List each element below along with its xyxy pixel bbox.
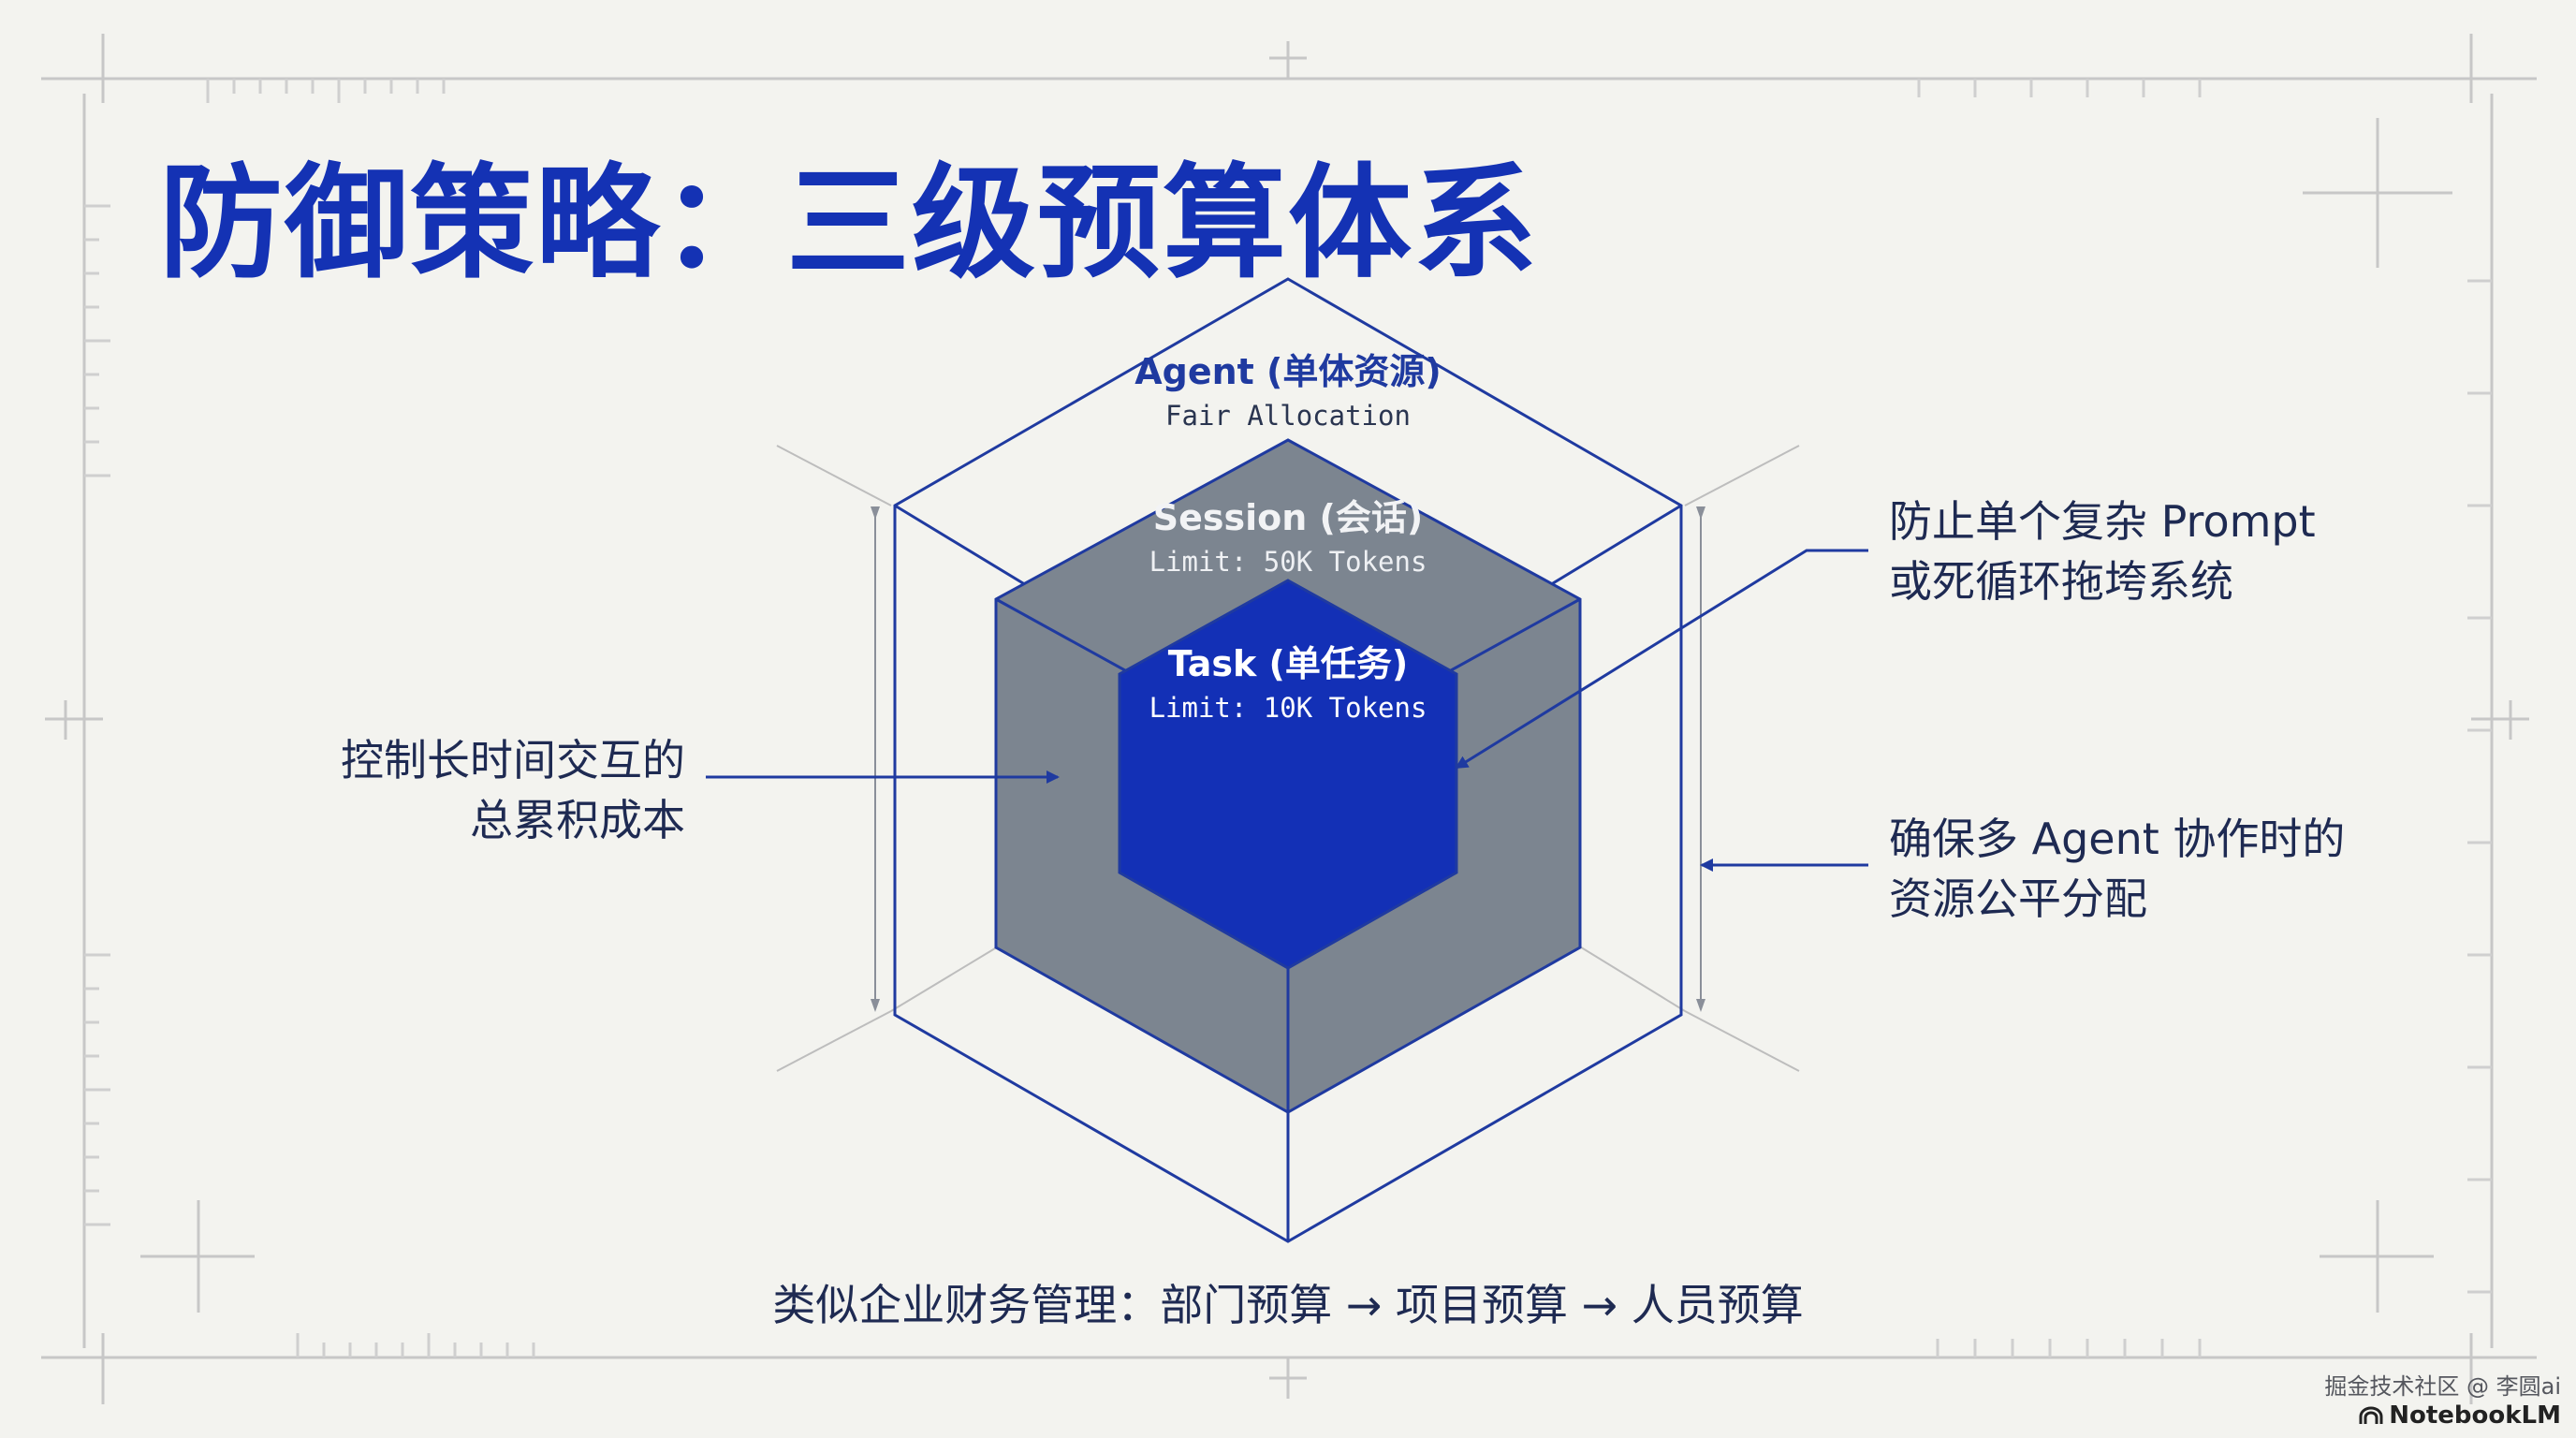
dimension-arrows — [871, 506, 1705, 1012]
task-layer-detail: Limit: 10K Tokens — [1149, 692, 1427, 724]
notebooklm-logo-text: NotebookLM — [2389, 1401, 2561, 1430]
annotation-left: 控制长时间交互的 总累积成本 — [341, 730, 685, 850]
crosshair-bottom-left — [140, 1200, 255, 1313]
annotation-right-bottom-line-2: 资源公平分配 — [1889, 873, 2147, 924]
agent-layer-detail: Fair Allocation — [1165, 400, 1411, 432]
corner-bottom-left — [41, 1333, 105, 1404]
annotation-right-top-line-1: 防止单个复杂 Prompt — [1889, 496, 2316, 547]
crosshair-bottom-right — [2320, 1200, 2434, 1313]
corner-top-left — [41, 34, 105, 103]
session-layer-name: Session (会话) — [1153, 497, 1424, 538]
crosshair-top-right — [2303, 118, 2452, 268]
construction-lines — [776, 445, 1800, 1072]
community-watermark: 掘金技术社区 @ 李圆ai — [2324, 1373, 2561, 1400]
annotation-right-top: 防止单个复杂 Prompt 或死循环拖垮系统 — [1889, 492, 2316, 611]
crosshair-bottom — [1269, 1357, 1307, 1399]
footer-analogy: 类似企业财务管理：部门预算 → 项目预算 → 人员预算 — [772, 1280, 1804, 1330]
notebooklm-logo: NotebookLM — [2324, 1401, 2561, 1431]
corner-top-right — [2469, 34, 2537, 103]
task-layer-name: Task (单任务) — [1168, 643, 1409, 684]
task-hexagon — [1118, 579, 1458, 970]
session-cube-edges — [995, 597, 1581, 1112]
crosshair-top — [1269, 41, 1307, 79]
annotation-right-bottom-line-1: 确保多 Agent 协作时的 — [1889, 814, 2346, 864]
corner-bottom-right — [2469, 1333, 2537, 1404]
session-layer-detail: Limit: 50K Tokens — [1149, 546, 1427, 578]
brand-watermark: 掘金技术社区 @ 李圆ai NotebookLM — [2324, 1372, 2561, 1431]
page-title: 防御策略：三级预算体系 — [159, 152, 1539, 296]
notebooklm-icon — [2359, 1406, 2383, 1424]
arrow-right-top-to-task — [1455, 549, 1868, 770]
agent-layer-name: Agent (单体资源) — [1134, 351, 1442, 392]
task-layer — [1118, 579, 1458, 970]
crosshair-left — [45, 700, 103, 740]
annotation-left-line-1: 控制长时间交互的 — [341, 735, 685, 785]
annotation-right-bottom: 确保多 Agent 协作时的 资源公平分配 — [1889, 809, 2345, 929]
annotation-right-top-line-2: 或死循环拖垮系统 — [1889, 556, 2233, 607]
annotation-left-line-2: 总累积成本 — [470, 795, 685, 845]
crosshair-right — [2471, 700, 2529, 740]
